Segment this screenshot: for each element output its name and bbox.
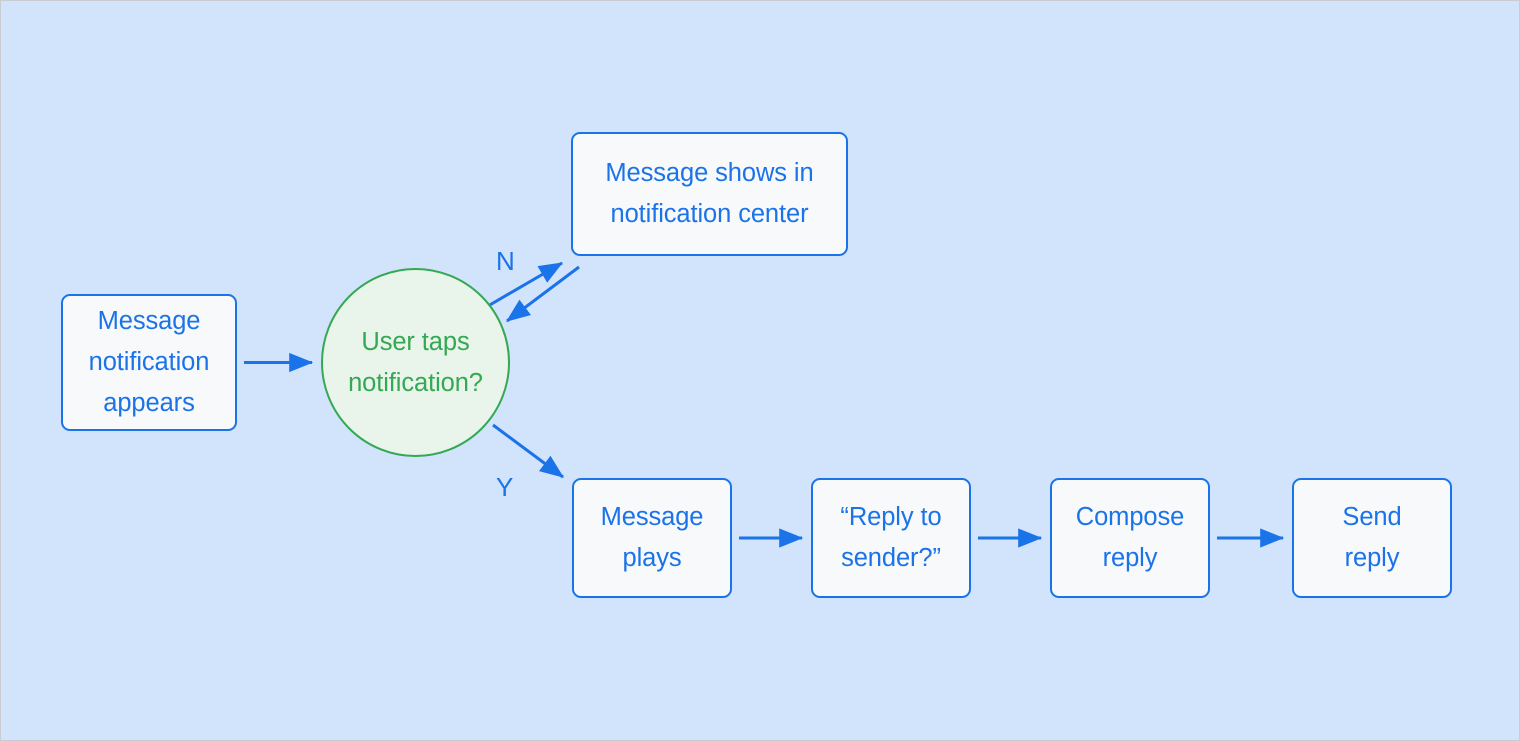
node-label: Message notification appears: [88, 307, 210, 417]
node-label: “Reply to sender?”: [840, 503, 942, 572]
edge-decision-to-message-plays: [492, 423, 564, 479]
node-label: Send reply: [1342, 503, 1402, 572]
node-message-shows-in-notification-center[interactable]: Message shows in notification center: [571, 132, 848, 256]
node-reply-to-sender[interactable]: “Reply to sender?”: [811, 478, 971, 598]
node-message-plays[interactable]: Message plays: [572, 478, 732, 598]
edge-label-no: N: [496, 246, 515, 276]
node-label: Compose reply: [1075, 503, 1185, 572]
node-compose-reply[interactable]: Compose reply: [1050, 478, 1210, 598]
edge-notification-center-to-decision: [506, 265, 580, 323]
edge-label-yes: Y: [496, 472, 514, 502]
node-label: Message plays: [600, 503, 704, 572]
node-label: Message shows in notification center: [605, 159, 814, 228]
node-send-reply[interactable]: Send reply: [1292, 478, 1452, 598]
node-message-notification-appears[interactable]: Message notification appears: [61, 294, 237, 431]
node-label: User taps notification?: [348, 327, 483, 397]
node-user-taps-notification[interactable]: User taps notification?: [321, 268, 510, 457]
